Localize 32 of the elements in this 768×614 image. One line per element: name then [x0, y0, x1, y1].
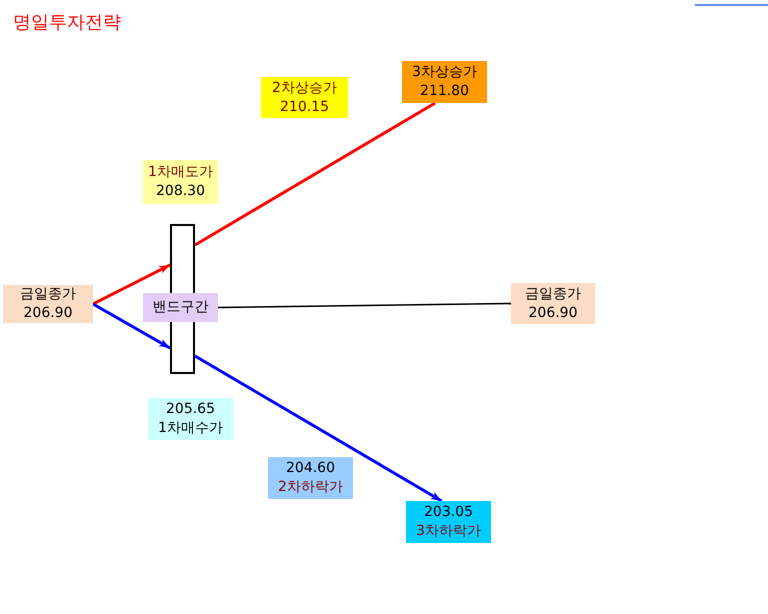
band-label-box — [143, 293, 218, 322]
price-box — [3, 285, 93, 323]
box-value: 208.30 — [156, 182, 205, 201]
box-value: 211.80 — [420, 82, 469, 101]
price-box — [511, 283, 595, 324]
box-heading: 금일종가 — [525, 284, 581, 304]
box-heading: 1차매도가 — [148, 163, 213, 182]
box-value: 206.90 — [24, 304, 72, 323]
arrow — [92, 264, 171, 306]
box-heading: 205.65 — [166, 400, 215, 419]
title: 명일투자전략 — [13, 11, 121, 34]
price-box — [406, 501, 491, 543]
price-box — [261, 77, 348, 118]
box-heading: 3차상승가 — [412, 63, 477, 82]
box-value: 3차하락가 — [416, 522, 481, 541]
box-heading: 금일종가 — [20, 285, 76, 304]
price-box — [143, 160, 218, 204]
connector-line — [194, 102, 436, 246]
arrow — [194, 354, 442, 502]
box-heading: 밴드구간 — [152, 298, 208, 317]
price-box — [268, 457, 353, 499]
box-heading: 204.60 — [286, 459, 335, 478]
box-value: 206.90 — [528, 304, 578, 322]
price-box — [148, 398, 233, 440]
box-heading: 2차상승가 — [272, 78, 337, 98]
box-value: 2차하락가 — [278, 478, 343, 497]
box-value: 1차매수가 — [158, 419, 223, 438]
price-box — [402, 61, 487, 103]
box-value: 210.15 — [280, 98, 329, 116]
arrow — [92, 302, 171, 350]
connector-line — [218, 302, 511, 308]
box-heading: 203.05 — [424, 503, 473, 522]
